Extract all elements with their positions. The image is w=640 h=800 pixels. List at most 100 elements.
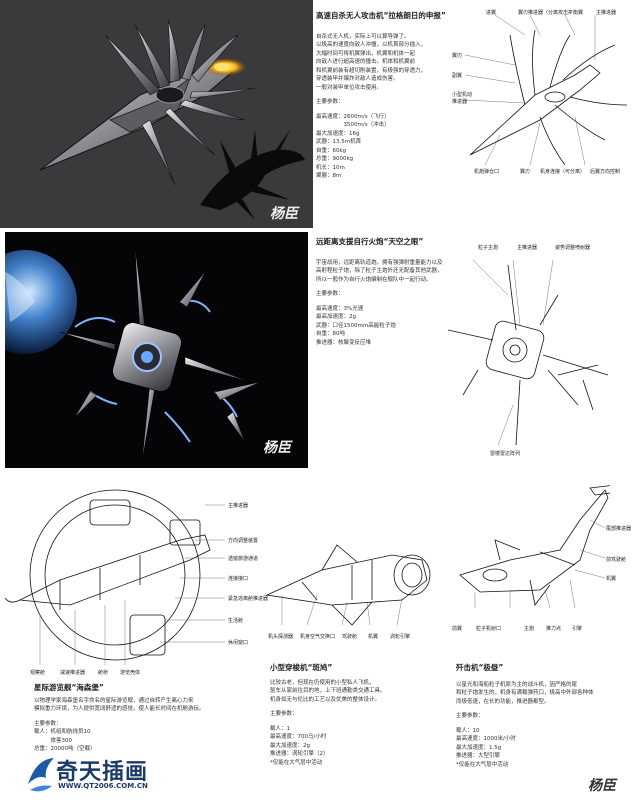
section1-spec-title: 主要参数： <box>316 99 344 105</box>
label-s1-wing: 翼刃 <box>452 53 463 59</box>
section4-spec-title: 主要参数： <box>270 711 298 717</box>
section1-spec: 最大加速度：16g <box>316 130 360 137</box>
label-s5-tail-thruster: 尾部推进器 <box>606 526 632 532</box>
section1-title: 高速自杀无人攻击机“拉格朗日的申报” <box>316 11 446 20</box>
section5-title: 歼击机“极昼” <box>456 663 504 672</box>
section4-desc-line: 比较古老，但现在仍使用的小型私人飞机， <box>270 679 375 686</box>
label-s1-back-control: 后翼方向控制 <box>590 169 621 175</box>
section2-desc-line: 所以一般作为自行火炮编制在舰队中一起行动。 <box>316 276 432 283</box>
signature-1: 杨臣 <box>270 206 298 222</box>
section1-spec: 翼展：8m <box>316 173 342 179</box>
label-s1-gun-port: 机炮弹仓口 <box>474 169 500 175</box>
label-s3-living-space: 生活舱 <box>228 618 244 624</box>
sky-eye-line-drawing <box>448 259 609 446</box>
section1-desc-line: 一般对装甲单位攻击使用。 <box>316 84 383 91</box>
label-s2-particle-cannon: 粒子主炮 <box>478 245 499 251</box>
label-s5-engine: 引擎 <box>572 626 583 632</box>
section5-desc-line: 而极低速，在长的功能，推进器都型。 <box>456 698 550 705</box>
label-s2-attitude-thruster: 姿势调整喷射器 <box>555 245 591 251</box>
section1-spec: 3500m/s（冲击） <box>316 122 390 128</box>
label-s1-wing2: 翼刃 <box>520 169 531 175</box>
watermark-logo: 奇天插画 WWW.QT2006.COM.CN <box>26 752 166 796</box>
section3-spec: 载人：机组和航线员10 <box>34 729 91 735</box>
section5-spec: 载人：10 <box>456 727 480 734</box>
section5-spec: 最大加速度：1.5g <box>456 744 502 751</box>
section3-desc-line: 模拟重力环境，为人提供宽阔舒适的感觉。使人能长时间在机舱游玩。 <box>34 706 205 712</box>
section1-desc-line: 穿透装甲并爆炸对敌人造成伤害。 <box>316 76 399 82</box>
label-s3-rear-connector: 连接接口 <box>228 576 249 582</box>
section1-spec: 机长：10m <box>316 164 345 171</box>
section3-spec-title: 主要参数： <box>34 720 62 727</box>
brand-name: 奇天插画 <box>56 760 149 785</box>
label-s3-tour-wing: 游览壳体 <box>120 670 141 676</box>
section1-desc-line: 大幅时间可将机翼弹出，机翼和机体一起 <box>316 50 416 57</box>
label-s4-tail-cooling: 驾驶舱 <box>342 634 358 640</box>
heisenberg-line-drawing <box>4 489 225 665</box>
section4-desc-line: 机身如无与伦比的工艺以及优美的整体设计。 <box>270 696 381 703</box>
label-s3-main-thruster: 主推进器 <box>228 503 249 509</box>
label-s1-body-wing: 机身连接（可分离） <box>540 169 586 175</box>
label-s1-side-wing: 副翼 <box>452 73 463 79</box>
section2-spec: 最高速度：3%光速 <box>316 305 364 312</box>
section1-desc-line: 和机翼前装有超切削装置，有极强的穿透力， <box>316 67 427 74</box>
section1-spec: 武器：13.5m机首 <box>316 139 362 145</box>
illustration-sky-eye-color: 杨臣 <box>5 232 308 468</box>
label-s3-observation-cabin: 观察舱 <box>30 670 46 676</box>
section4-spec: 推进器：涡轮引擎（2） <box>270 751 329 757</box>
label-s1-air-intake: 进翼 <box>486 10 497 16</box>
shuttle-line-drawing <box>265 544 431 626</box>
sky-eye-render <box>5 246 261 463</box>
label-s5-thruster: 推力点 <box>546 626 562 632</box>
section3-text: 星际游览舰“海森堡” 以物理学家海森堡名字命名的星际游览舰，通过自转产生离心力来… <box>34 683 264 754</box>
illustration-lagrange-color: 杨臣 <box>0 0 313 228</box>
section5-spec: 最高速度：1000米/小时 <box>456 736 516 742</box>
label-s5-main-cannon: 主炮 <box>524 626 535 632</box>
section5-text: 歼击机“极昼” 以星光和海船粒子机原为主的战斗机，因严格的尾 和粒子炮发生的，机… <box>456 663 636 769</box>
section4-spec: 最大加速度：2g <box>270 742 310 749</box>
label-s1-tail-wing: 平衡翼 <box>568 10 584 16</box>
fighter-line-drawing <box>459 485 610 609</box>
label-s4-air-intake: 机身空气交换口 <box>300 634 336 640</box>
label-s3-emergency-rescue: 紧急逃离舱推进器 <box>228 596 269 602</box>
label-s4-front-light: 机头探测器 <box>268 634 294 640</box>
section2-spec: 最高加速度：2g <box>316 314 356 320</box>
section4-spec: *仅能在大气层中活动 <box>270 759 323 766</box>
lagrange-drone-render <box>39 19 305 220</box>
section1-text: 高速自杀无人攻击机“拉格朗日的申报” 自杀式无人机，实际上可以算导弹了。 以极高… <box>316 11 456 181</box>
label-s3-resting: 舱桥 <box>98 670 109 676</box>
section4-desc-line: 驱车从家前往目的地，上下班通勤类交通工具。 <box>270 688 386 694</box>
label-s4-wing: 机翼 <box>368 634 379 640</box>
label-s3-attitude-device: 方向调整装置 <box>228 538 259 544</box>
section3-spec: 总重：20000吨（空载） <box>34 746 96 752</box>
section4-text: 小型穿梭机“斑鸠” 比较古老，但现在仍使用的小型私人飞机， 驱车从家前往目的地，… <box>270 663 440 767</box>
section5-spec: *仅能在大气层中活动 <box>456 761 509 768</box>
label-s4-engine: 涡轮引擎 <box>390 634 411 640</box>
section2-desc-line: 高射程粒子炮，除了粒子主炮外还无配备其他武器， <box>316 268 443 274</box>
bird-logo-icon <box>28 758 54 792</box>
section5-spec: 推进器：大型引擎 <box>456 753 501 759</box>
section2-text: 远距离支援自行火炮“天空之眼” 宇宙战用，远距离轨道炮。拥有强弹射重量能力以及 … <box>316 237 456 347</box>
section1-spec: 最高速度：2600m/s（飞行） <box>316 113 390 120</box>
section2-desc-line: 宇宙战用，远距离轨道炮。拥有强弹射重量能力以及 <box>316 259 443 266</box>
section2-spec: 自重：80吨 <box>316 331 345 337</box>
section3-title: 星际游览舰“海森堡” <box>34 683 104 692</box>
section2-title: 远距离支援自行火炮“天空之眼” <box>316 237 424 246</box>
label-s3-conn-corridor: 透窗旅游通道 <box>228 556 259 562</box>
section1-spec: 总重：9000kg <box>316 156 354 162</box>
label-s3-cabin-window: 休闲窗口 <box>228 640 249 646</box>
section1-desc-line: 向敌人进行超高速的撞击。机体和机翼前 <box>316 59 416 65</box>
section5-desc-line: 和粒子炮发生的，机身有满载弹药口，极高中外部各种体 <box>456 690 594 696</box>
label-s2-radar-array: 雷楼雷达阵列 <box>490 451 521 457</box>
section1-desc-line: 以极高的速度向敌人冲撞，以机首部分插入， <box>316 42 427 48</box>
label-s1-main-thruster: 主推进器 <box>596 10 617 16</box>
section2-spec: 武器：口径1500mm高能粒子炮 <box>316 322 396 329</box>
signature-3: 杨臣 <box>588 778 616 794</box>
lagrange-line-drawing <box>464 14 628 166</box>
section5-desc-line: 以星光和海船粒子机原为主的战斗机，因严格的尾 <box>456 681 578 688</box>
brand-url: WWW.QT2006.COM.CN <box>58 782 148 790</box>
section4-spec: 最高速度：700马/小时 <box>270 734 327 740</box>
label-s5-cockpit: 前驾驶舱 <box>606 557 627 563</box>
label-s5-wing: 机翼 <box>606 576 617 582</box>
label-s5-particle-cannon: 粒子机射口 <box>476 626 502 632</box>
label-s5-sensor: 前翼 <box>452 626 463 632</box>
